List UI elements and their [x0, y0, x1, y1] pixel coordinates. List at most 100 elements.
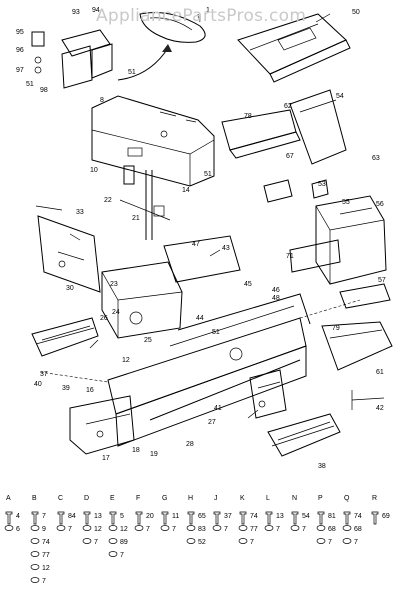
callout-26: 26 [100, 315, 108, 322]
callout-41: 41 [214, 405, 222, 412]
hardware-letter: F [136, 495, 140, 502]
hardware-letter: L [266, 495, 270, 502]
washer-icon [108, 551, 118, 557]
callout-44: 44 [196, 315, 204, 322]
bolt-icon [83, 511, 91, 525]
watermark: AppliancePartsPros.com [96, 6, 307, 26]
callout-96: 96 [16, 47, 24, 54]
hardware-part-number: 7 [276, 526, 280, 533]
hardware-part-number: 12 [42, 565, 50, 572]
hardware-letter: A [6, 495, 11, 502]
hardware-part-number: 7 [328, 539, 332, 546]
bolt-icon [291, 511, 299, 525]
callout-53: 53 [318, 181, 326, 188]
callout-61: 61 [376, 369, 384, 376]
hardware-L: L 13 7 [264, 495, 284, 533]
hardware-part-number: 52 [198, 539, 206, 546]
washer-icon [4, 525, 14, 531]
hardware-part-number: 74 [42, 539, 50, 546]
hardware-letter: K [240, 495, 245, 502]
callout-21: 21 [132, 215, 140, 222]
callout-55: 55 [342, 199, 350, 206]
hardware-letter: H [188, 495, 193, 502]
hardware-part-number: 12 [94, 526, 102, 533]
washer-icon [316, 525, 326, 531]
callout-97: 97 [16, 67, 24, 74]
hardware-part-number: 13 [94, 513, 102, 520]
callout-51: 51 [204, 171, 212, 178]
hardware-part-number: 7 [302, 526, 306, 533]
washer-icon [316, 538, 326, 544]
hardware-part-number: 54 [302, 513, 310, 520]
washer-icon [238, 538, 248, 544]
hardware-part-number: 5 [120, 513, 124, 520]
callout-8: 8 [100, 97, 104, 104]
washer-icon [30, 564, 40, 570]
hardware-letter: Q [344, 495, 350, 502]
bolt-icon [265, 511, 273, 525]
callout-25: 25 [144, 337, 152, 344]
callout-37: 37 [40, 371, 48, 378]
hardware-letter: C [58, 495, 63, 502]
callout-18: 18 [132, 447, 140, 454]
hardware-R: R69 [371, 495, 390, 525]
hardware-part-number: 4 [16, 513, 20, 520]
washer-icon [290, 525, 300, 531]
washer-icon [342, 525, 352, 531]
hardware-part-number: 7 [42, 578, 46, 585]
washer-icon [30, 538, 40, 544]
hardware-part-number: 13 [276, 513, 284, 520]
callout-67: 67 [286, 153, 294, 160]
washer-icon [30, 577, 40, 583]
seat-bracket [31, 29, 113, 89]
front-bumper [69, 395, 135, 455]
bolt-icon [109, 511, 117, 525]
bolt-icon [343, 511, 351, 525]
side-panels [221, 89, 347, 203]
rear-fender [237, 13, 351, 83]
callout-79: 79 [332, 325, 340, 332]
washer-icon [186, 538, 196, 544]
hardware-letter: D [84, 495, 89, 502]
rear-bracket [249, 369, 287, 419]
bolt-icon [57, 511, 65, 525]
bolt-icon [161, 511, 169, 525]
bolt-icon [317, 511, 325, 525]
hardware-part-number: 89 [120, 539, 128, 546]
hardware-part-number: 7 [146, 526, 150, 533]
callout-56: 56 [376, 201, 384, 208]
hardware-part-number: 81 [328, 513, 336, 520]
callout-17: 17 [102, 455, 110, 462]
hardware-part-number: 74 [354, 513, 362, 520]
hardware-part-number: 7 [354, 539, 358, 546]
assembly-arrow [117, 47, 169, 81]
callout-23: 23 [110, 281, 118, 288]
callout-27: 27 [208, 419, 216, 426]
footrest-right [267, 413, 341, 457]
bolt-icon [135, 511, 143, 525]
callout-24: 24 [112, 309, 120, 316]
hardware-part-number: 20 [146, 513, 154, 520]
hardware-A: A46 [4, 495, 20, 533]
callout-62: 62 [284, 103, 292, 110]
side-rail-right [321, 283, 393, 410]
callout-22: 22 [104, 197, 112, 204]
hardware-letter: R [372, 495, 377, 502]
bolt-icon [239, 511, 247, 525]
callout-33: 33 [76, 209, 84, 216]
callout-51: 51 [26, 81, 34, 88]
hardware-part-number: 65 [198, 513, 206, 520]
hardware-part-number: 9 [42, 526, 46, 533]
bolt-icon [213, 511, 221, 525]
